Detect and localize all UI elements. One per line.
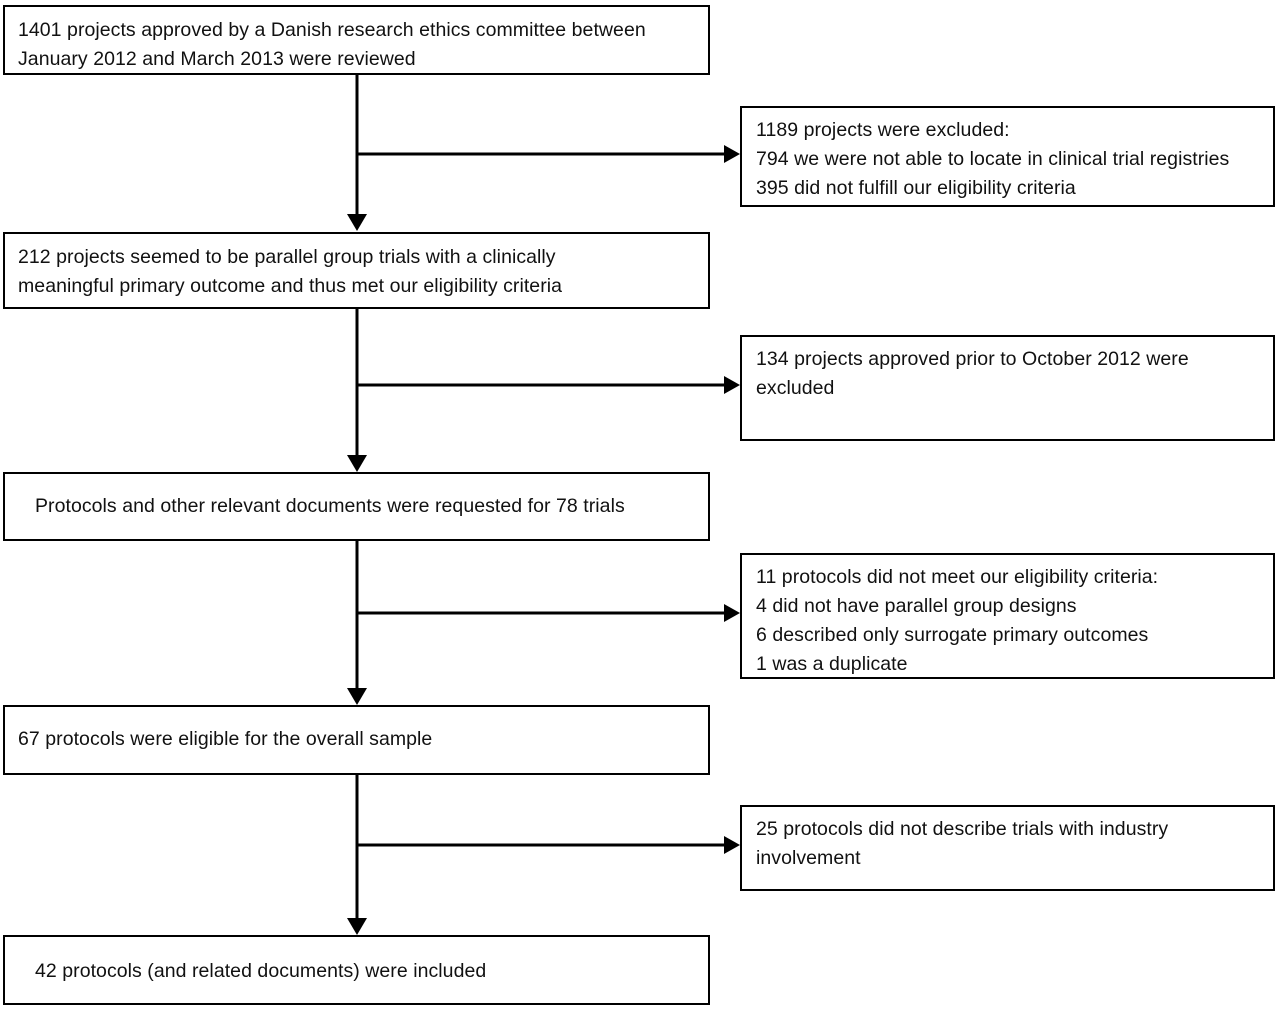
arrowhead-right-4: [724, 836, 740, 854]
arrowhead-down-2: [347, 455, 367, 472]
node-overall-sample: 67 protocols were eligible for the overa…: [3, 705, 710, 775]
node-excluded-11: 11 protocols did not meet our eligibilit…: [740, 553, 1275, 679]
node-excluded-11-text: 11 protocols did not meet our eligibilit…: [756, 566, 1159, 675]
node-overall-sample-text: 67 protocols were eligible for the overa…: [18, 728, 433, 750]
node-excluded-1189-text: 1189 projects were excluded: 794 we were…: [756, 119, 1230, 199]
arrowhead-right-3: [724, 604, 740, 622]
node-requested: Protocols and other relevant documents w…: [3, 472, 710, 541]
node-reviewed: 1401 projects approved by a Danish resea…: [3, 5, 710, 75]
node-excluded-1189: 1189 projects were excluded: 794 we were…: [740, 106, 1275, 207]
node-excluded-25-text: 25 protocols did not describe trials wit…: [756, 818, 1169, 869]
node-included: 42 protocols (and related documents) wer…: [3, 935, 710, 1005]
node-excluded-134: 134 projects approved prior to October 2…: [740, 335, 1275, 441]
arrowhead-down-3: [347, 688, 367, 705]
node-reviewed-text: 1401 projects approved by a Danish resea…: [18, 19, 646, 70]
node-eligible-projects-text: 212 projects seemed to be parallel group…: [18, 246, 563, 297]
arrowhead-right-1: [724, 145, 740, 163]
node-excluded-134-text: 134 projects approved prior to October 2…: [756, 348, 1189, 399]
node-included-text: 42 protocols (and related documents) wer…: [35, 960, 487, 982]
node-requested-text: Protocols and other relevant documents w…: [35, 495, 625, 517]
arrowhead-down-4: [347, 918, 367, 935]
arrowhead-down-1: [347, 214, 367, 231]
node-eligible-projects: 212 projects seemed to be parallel group…: [3, 232, 710, 309]
arrowhead-right-2: [724, 376, 740, 394]
node-excluded-25: 25 protocols did not describe trials wit…: [740, 805, 1275, 891]
